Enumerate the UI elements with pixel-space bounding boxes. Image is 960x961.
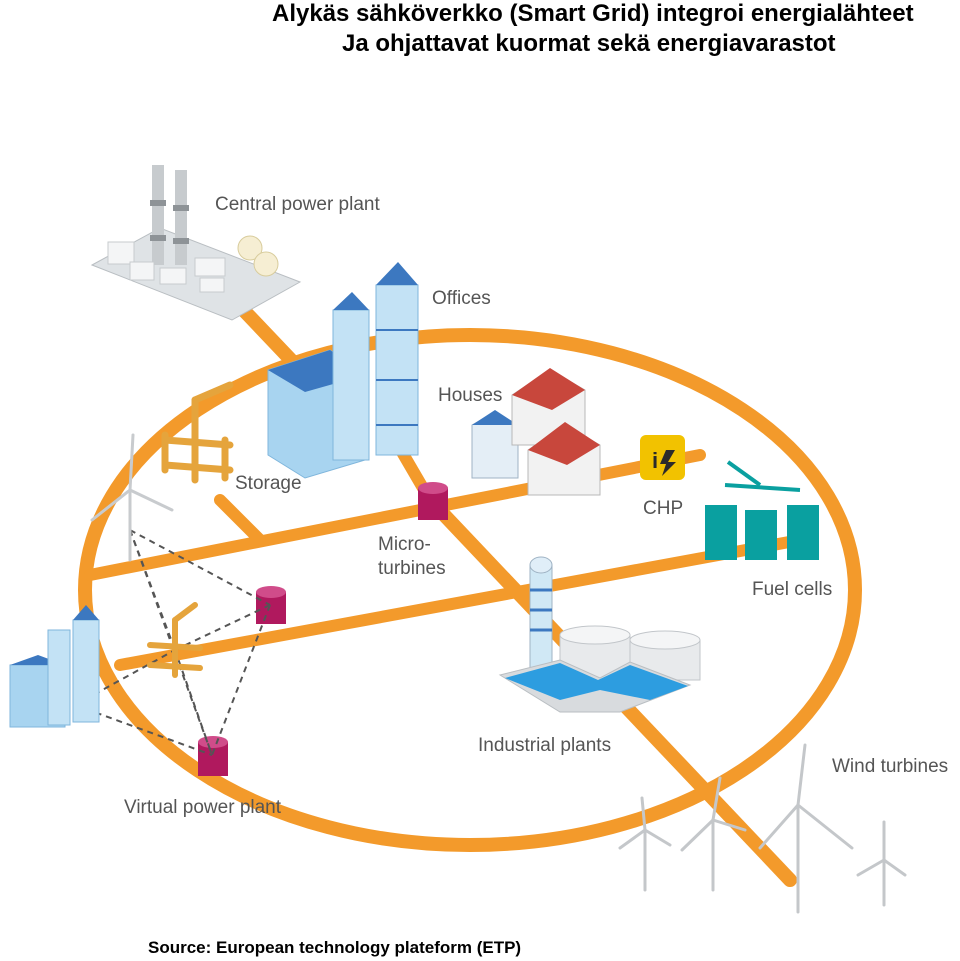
houses (471, 368, 601, 496)
label-wind-turbines: Wind turbines (832, 756, 948, 777)
label-micro-line2: turbines (378, 558, 446, 579)
fuel-cells (705, 460, 819, 560)
microturbine-main (418, 482, 448, 520)
page-title-line-1: Alykäs sähköverkko (Smart Grid) integroi… (272, 0, 914, 27)
microturbine-virtual-1 (256, 586, 286, 624)
source-caption: Source: European technology plateform (E… (148, 938, 522, 957)
industrial-plants (498, 556, 701, 713)
central-power-plant (90, 165, 302, 321)
virtual-wind-turbine (90, 433, 174, 562)
label-houses: Houses (438, 385, 502, 406)
label-chp: CHP (643, 498, 683, 519)
virtual-storage (147, 602, 203, 678)
label-fuel-cells: Fuel cells (752, 579, 832, 600)
svg-text:i: i (652, 448, 658, 473)
label-storage: Storage (235, 473, 302, 494)
storage (161, 381, 234, 484)
label-micro-line1: Micro- (378, 534, 431, 555)
page-title-line-2: Ja ohjattavat kuormat sekä energiavarast… (342, 30, 836, 57)
grid-ring (78, 328, 862, 852)
offices-building (267, 262, 419, 479)
microturbine-virtual-2 (198, 736, 228, 776)
label-industrial-plants: Industrial plants (478, 735, 611, 756)
label-central-power-plant: Central power plant (215, 194, 380, 215)
label-offices: Offices (432, 288, 491, 309)
grid-line-east-west-2 (114, 534, 806, 671)
chp-unit: i (640, 435, 685, 480)
label-virtual-power-plant: Virtual power plant (124, 797, 282, 818)
virtual-buildings (9, 605, 100, 728)
wind-turbines (618, 743, 907, 914)
grid-line-storage (214, 494, 266, 546)
grid-lines (78, 273, 862, 887)
